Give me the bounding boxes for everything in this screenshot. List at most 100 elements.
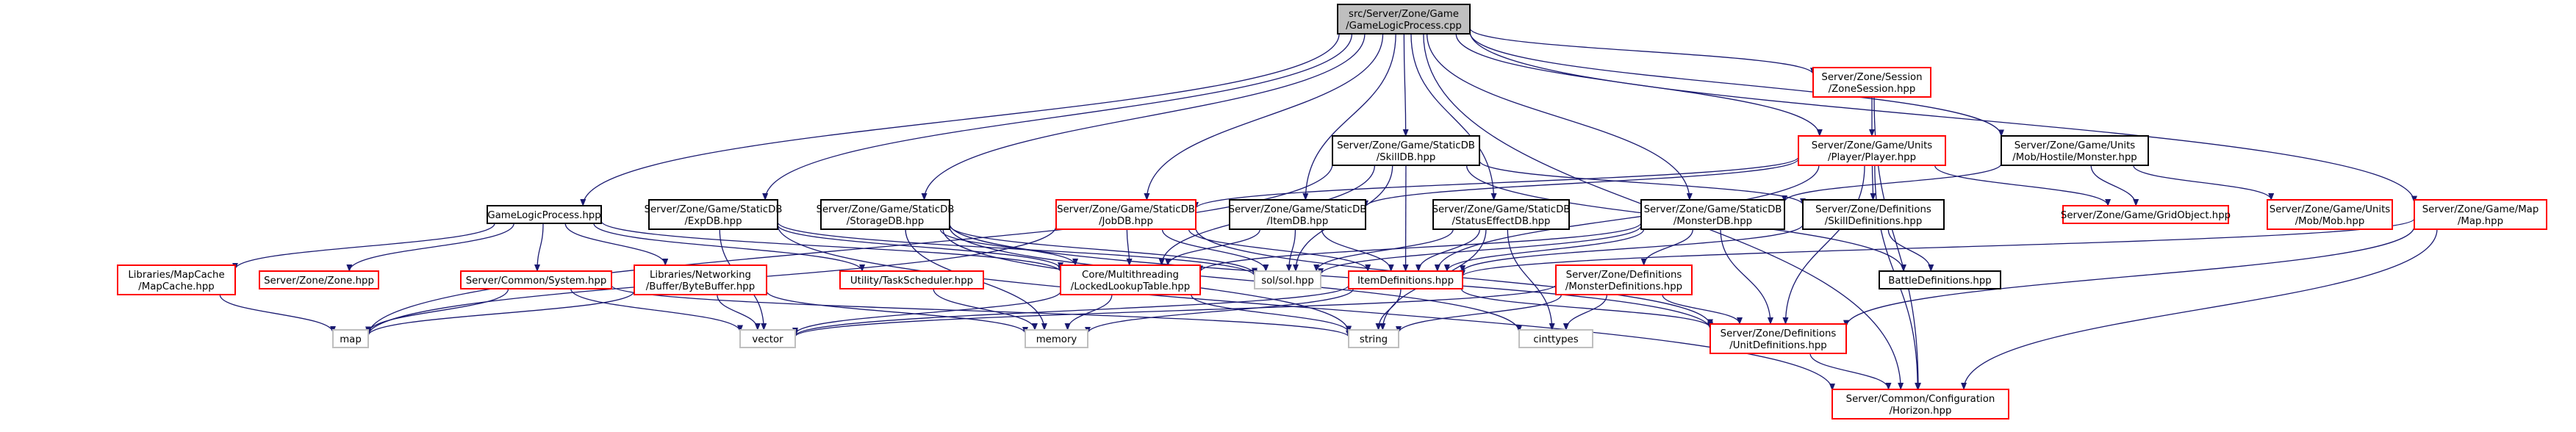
node-system[interactable]: Server/Common/System.hpp bbox=[460, 270, 612, 289]
node-label-monsterdefs-0: Server/Zone/Definitions bbox=[1566, 270, 1682, 281]
node-label-lockedlookup-1: /LockedLookupTable.hpp bbox=[1071, 281, 1190, 292]
node-unitdefs[interactable]: Server/Zone/Definitions/UnitDefinitions.… bbox=[1709, 323, 1847, 354]
node-expdb[interactable]: Server/Zone/Game/StaticDB/ExpDB.hpp bbox=[645, 199, 783, 230]
node-mapcache[interactable]: Libraries/MapCache/MapCache.hpp bbox=[117, 264, 236, 295]
node-itemdb[interactable]: Server/Zone/Game/StaticDB/ItemDB.hpp bbox=[1229, 199, 1367, 230]
node-label-statuseffectdb-1: /StatusEffectDB.hpp bbox=[1452, 216, 1550, 227]
node-map_std[interactable]: map bbox=[332, 329, 369, 348]
node-mob[interactable]: Server/Zone/Game/Units/Mob/Mob.hpp bbox=[2267, 199, 2393, 230]
node-zonesession[interactable]: Server/Zone/Session/ZoneSession.hpp bbox=[1812, 67, 1931, 98]
edge-monsterdefs-to-string bbox=[1396, 294, 1563, 334]
edge-monsterdb-to-lockedlookup bbox=[1197, 222, 1642, 273]
edge-monsterdb-to-monsterdefs bbox=[1640, 228, 1693, 266]
node-box-battledefs bbox=[1879, 270, 2001, 289]
node-label-mapcache-1: /MapCache.hpp bbox=[138, 281, 214, 292]
node-label-horizon-0: Server/Common/Configuration bbox=[1846, 394, 1995, 405]
node-map_hpp[interactable]: Server/Zone/Game/Map/Map.hpp bbox=[2414, 199, 2547, 230]
node-box-skilldb bbox=[1332, 135, 1480, 166]
node-lockedlookup[interactable]: Core/Multithreading/LockedLookupTable.hp… bbox=[1060, 264, 1201, 295]
node-statuseffectdb[interactable]: Server/Zone/Game/StaticDB/StatusEffectDB… bbox=[1432, 199, 1571, 230]
node-label-mob-1: /Mob/Mob.hpp bbox=[2295, 216, 2365, 227]
node-box-glp_hpp bbox=[487, 205, 602, 224]
node-label-vector-0: vector bbox=[752, 334, 783, 345]
node-label-string-0: string bbox=[1360, 334, 1388, 345]
node-label-lockedlookup-0: Core/Multithreading bbox=[1082, 270, 1179, 281]
edge-glp_hpp-to-zone bbox=[346, 223, 514, 272]
edge-storagedb-to-lockedlookup bbox=[939, 228, 1078, 266]
node-label-map_hpp-0: Server/Zone/Game/Map bbox=[2422, 204, 2539, 215]
edge-bytebuffer-to-memory bbox=[766, 290, 1028, 334]
node-gridobject[interactable]: Server/Zone/Game/GridObject.hpp bbox=[2061, 205, 2231, 224]
edge-monster_hpp-to-monsterdb bbox=[1782, 163, 2002, 203]
node-label-bytebuffer-0: Libraries/Networking bbox=[650, 270, 751, 281]
edge-lockedlookup-to-vector bbox=[792, 291, 1061, 335]
node-monsterdb[interactable]: Server/Zone/Game/StaticDB/MonsterDB.hpp bbox=[1640, 199, 1785, 230]
node-zone[interactable]: Server/Zone/Zone.hpp bbox=[259, 270, 379, 289]
node-label-battledefs-0: BattleDefinitions.hpp bbox=[1888, 276, 1991, 287]
edge-storagedb-to-unitdefs bbox=[949, 223, 1713, 331]
node-itemdefs[interactable]: ItemDefinitions.hpp bbox=[1348, 270, 1463, 289]
edge-player-to-unitdefs bbox=[1782, 165, 1865, 325]
edge-root-to-expdb bbox=[762, 33, 1353, 201]
node-taskscheduler[interactable]: Utility/TaskScheduler.hpp bbox=[839, 270, 984, 289]
node-label-player-1: /Player/Player.hpp bbox=[1828, 152, 1916, 163]
node-label-mapcache-0: Libraries/MapCache bbox=[128, 270, 224, 281]
edge-root-to-monster_hpp bbox=[1469, 32, 2004, 137]
edge-monsterdb-to-unitdefs bbox=[1720, 228, 1773, 325]
edge-monsterdefs-to-cinttypes bbox=[1563, 294, 1608, 331]
node-battledefs[interactable]: BattleDefinitions.hpp bbox=[1879, 270, 2001, 289]
node-jobdb[interactable]: Server/Zone/Game/StaticDB/JobDB.hpp bbox=[1055, 199, 1196, 230]
edge-map_hpp-to-horizon bbox=[1961, 228, 2438, 390]
node-label-mob-0: Server/Zone/Game/Units bbox=[2270, 204, 2391, 215]
node-bytebuffer[interactable]: Libraries/Networking/Buffer/ByteBuffer.h… bbox=[634, 264, 767, 295]
node-label-cinttypes-0: cinttypes bbox=[1533, 334, 1578, 345]
edge-jobdb-to-sol bbox=[1161, 228, 1269, 272]
node-monster_hpp[interactable]: Server/Zone/Game/Units/Mob/Hostile/Monst… bbox=[2001, 135, 2149, 166]
node-root[interactable]: src/Server/Zone/Game/GameLogicProcess.cp… bbox=[1337, 4, 1471, 35]
edge-system-to-vector bbox=[570, 288, 743, 333]
node-label-storagedb-1: /StorageDB.hpp bbox=[847, 216, 924, 227]
node-label-player-0: Server/Zone/Game/Units bbox=[1812, 140, 1933, 151]
node-label-skilldefs-1: /SkillDefinitions.hpp bbox=[1825, 216, 1923, 227]
node-label-map_hpp-1: /Map.hpp bbox=[2458, 216, 2503, 227]
node-box-vector bbox=[739, 329, 796, 348]
node-skilldb[interactable]: Server/Zone/Game/StaticDB/SkillDB.hpp bbox=[1332, 135, 1480, 166]
edge-statuseffectdb-to-cinttypes bbox=[1507, 228, 1555, 331]
node-glp_hpp[interactable]: GameLogicProcess.hpp bbox=[487, 205, 602, 224]
node-box-map_hpp bbox=[2414, 199, 2547, 230]
edge-monsterdb-to-sol bbox=[1318, 225, 1642, 276]
node-label-memory-0: memory bbox=[1036, 334, 1077, 345]
edge-taskscheduler-to-memory bbox=[933, 288, 1038, 331]
node-box-expdb bbox=[648, 199, 778, 230]
node-box-itemdefs bbox=[1348, 270, 1463, 289]
node-skilldefs[interactable]: Server/Zone/Definitions/SkillDefinitions… bbox=[1802, 199, 1945, 230]
edge-itemdb-to-itemdefs bbox=[1321, 228, 1394, 272]
edge-skilldb-to-map_std bbox=[365, 163, 1333, 336]
node-vector[interactable]: vector bbox=[739, 329, 796, 348]
node-string[interactable]: string bbox=[1348, 329, 1399, 348]
node-monsterdefs[interactable]: Server/Zone/Definitions/MonsterDefinitio… bbox=[1555, 264, 1693, 295]
node-horizon[interactable]: Server/Common/Configuration/Horizon.hpp bbox=[1831, 389, 2009, 420]
node-sol[interactable]: sol/sol.hpp bbox=[1254, 270, 1321, 289]
edge-itemdb-to-lockedlookup bbox=[1165, 228, 1261, 266]
node-box-skilldefs bbox=[1802, 199, 1945, 230]
node-cinttypes[interactable]: cinttypes bbox=[1518, 329, 1593, 348]
edge-glp_hpp-to-mapcache bbox=[232, 223, 495, 270]
node-label-monsterdb-1: /MonsterDB.hpp bbox=[1673, 216, 1752, 227]
edge-expdb-to-horizon bbox=[777, 224, 1835, 392]
node-memory[interactable]: memory bbox=[1025, 329, 1088, 348]
node-box-unitdefs bbox=[1709, 323, 1847, 354]
edge-expdb-to-sol bbox=[777, 221, 1257, 277]
node-label-root-1: /GameLogicProcess.cpp bbox=[1346, 21, 1462, 32]
node-box-monsterdefs bbox=[1555, 264, 1693, 295]
edge-glp_hpp-to-taskscheduler bbox=[593, 223, 865, 272]
node-label-gridobject-0: Server/Zone/Game/GridObject.hpp bbox=[2061, 210, 2231, 221]
node-label-taskscheduler-0: Utility/TaskScheduler.hpp bbox=[850, 276, 973, 287]
node-storagedb[interactable]: Server/Zone/Game/StaticDB/StorageDB.hpp bbox=[817, 199, 955, 230]
node-box-zonesession bbox=[1812, 67, 1931, 98]
node-label-horizon-1: /Horizon.hpp bbox=[1890, 406, 1952, 417]
nodes-layer: src/Server/Zone/Game/GameLogicProcess.cp… bbox=[117, 4, 2547, 420]
node-player[interactable]: Server/Zone/Game/Units/Player/Player.hpp bbox=[1798, 135, 1946, 166]
node-label-sol-0: sol/sol.hpp bbox=[1261, 276, 1314, 287]
